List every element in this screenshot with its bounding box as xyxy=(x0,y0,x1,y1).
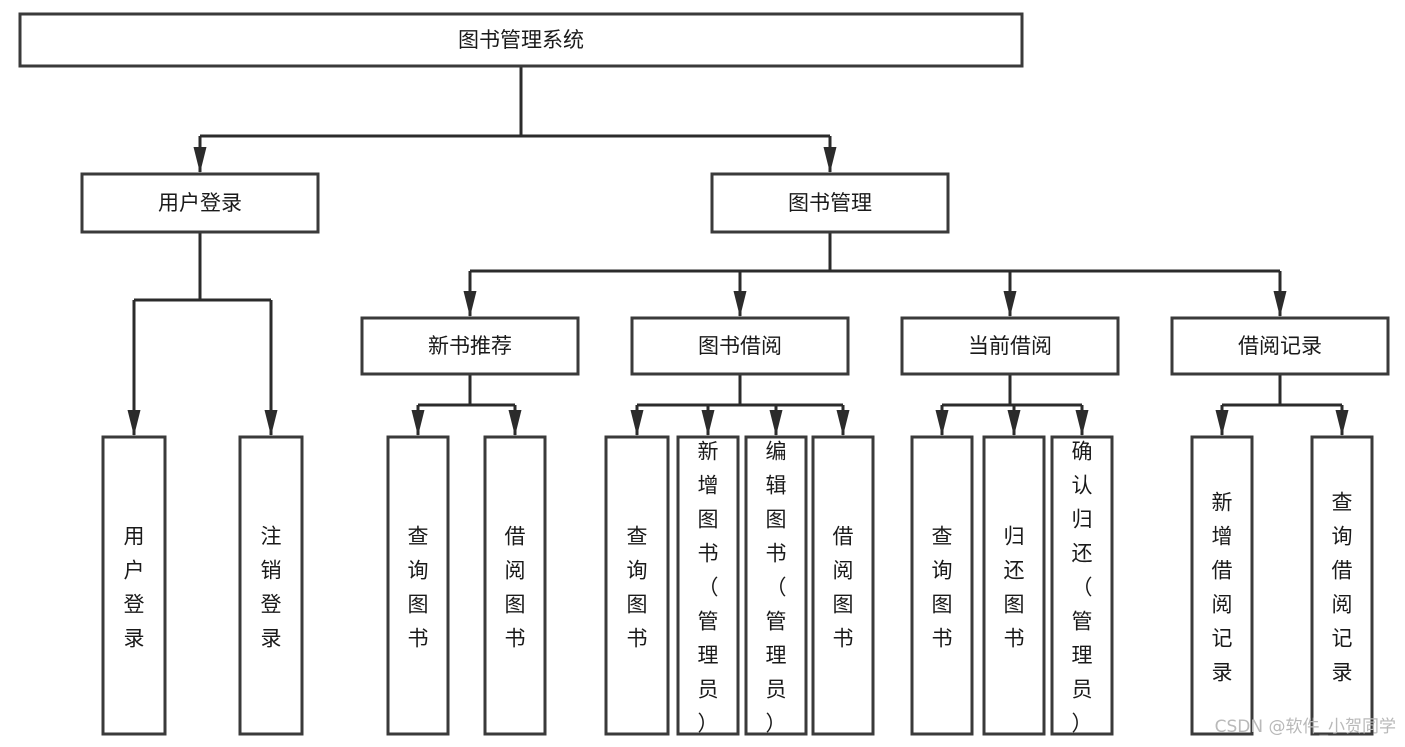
conn-level3-1-arrow-1 xyxy=(701,410,715,436)
node-level3-1-label: 图书借阅 xyxy=(698,334,782,358)
conn-book-mgmt-arrow-3 xyxy=(1273,291,1287,317)
node-leaf-2-0-rect xyxy=(910,435,974,736)
node-leaf-0-1-rect xyxy=(483,435,547,736)
node-level3-3[interactable]: 借阅记录 xyxy=(1170,316,1390,376)
conn-user-login-arrow-0 xyxy=(127,410,141,436)
node-leaf-3-1-rect xyxy=(1310,435,1374,736)
node-root-图书管理系统-label: 图书管理系统 xyxy=(458,28,584,52)
node-leaf-user-login-1-rect xyxy=(238,435,304,736)
node-leaf-user-login-1[interactable]: 注销登录 xyxy=(238,435,304,736)
node-leaf-1-1[interactable]: 新增图书（管理员） xyxy=(676,435,740,736)
node-leaf-1-3-rect xyxy=(811,435,875,736)
node-leaf-2-2-label: 确认归还（管理员） xyxy=(1072,440,1093,736)
conn-level3-1-arrow-0 xyxy=(630,410,644,436)
conn-book-mgmt-arrow-1 xyxy=(733,291,747,317)
node-leaf-1-0[interactable]: 查询图书 xyxy=(604,435,670,736)
nodes-layer: 图书管理系统用户登录图书管理用户登录注销登录新书推荐查询图书借阅图书图书借阅查询… xyxy=(18,12,1390,736)
conn-root-arrow-1 xyxy=(823,147,837,173)
node-leaf-1-2-label: 编辑图书（管理员） xyxy=(766,440,787,736)
node-leaf-2-0-label: 查询图书 xyxy=(932,525,953,651)
node-leaf-2-0[interactable]: 查询图书 xyxy=(910,435,974,736)
conn-root-arrow-0 xyxy=(193,147,207,173)
node-leaf-2-2-rect xyxy=(1050,435,1114,736)
node-level2-0-rect xyxy=(80,172,320,234)
conn-level3-0-arrow-1 xyxy=(508,410,522,436)
conn-level3-1-arrow-3 xyxy=(836,410,850,436)
node-leaf-1-2[interactable]: 编辑图书（管理员） xyxy=(744,435,808,736)
node-leaf-2-1-label: 归还图书 xyxy=(1004,525,1025,651)
conn-level3-1-arrow-2 xyxy=(769,410,783,436)
node-leaf-user-login-0-rect xyxy=(101,435,167,736)
node-level2-1[interactable]: 图书管理 xyxy=(710,172,950,234)
conn-level3-3-arrow-0 xyxy=(1215,410,1229,436)
node-leaf-user-login-0-label: 用户登录 xyxy=(124,525,145,651)
conn-level3-3-arrow-1 xyxy=(1335,410,1349,436)
node-root-图书管理系统-rect xyxy=(18,12,1024,68)
node-level3-2-rect xyxy=(900,316,1120,376)
node-leaf-3-0-label: 新增借阅记录 xyxy=(1212,491,1233,685)
node-level3-1[interactable]: 图书借阅 xyxy=(630,316,850,376)
node-leaf-3-1[interactable]: 查询借阅记录 xyxy=(1310,435,1374,736)
node-leaf-3-0[interactable]: 新增借阅记录 xyxy=(1190,435,1254,736)
node-level3-3-rect xyxy=(1170,316,1390,376)
node-leaf-1-0-label: 查询图书 xyxy=(627,525,648,651)
node-leaf-1-1-rect xyxy=(676,435,740,736)
node-leaf-1-3[interactable]: 借阅图书 xyxy=(811,435,875,736)
node-level3-3-label: 借阅记录 xyxy=(1238,334,1322,358)
conn-book-mgmt-arrow-0 xyxy=(463,291,477,317)
conn-user-login-arrow-1 xyxy=(264,410,278,436)
conn-level3-2-arrow-1 xyxy=(1007,410,1021,436)
node-leaf-user-login-1-label: 注销登录 xyxy=(261,525,282,651)
conn-level3-0-arrow-0 xyxy=(411,410,425,436)
node-leaf-0-0-label: 查询图书 xyxy=(408,525,429,651)
node-leaf-0-0-rect xyxy=(386,435,450,736)
node-level2-0-label: 用户登录 xyxy=(158,191,242,215)
conn-level3-2-arrow-0 xyxy=(935,410,949,436)
node-root-图书管理系统[interactable]: 图书管理系统 xyxy=(18,12,1024,68)
connectors-layer xyxy=(127,66,1349,436)
node-level2-0[interactable]: 用户登录 xyxy=(80,172,320,234)
conn-book-mgmt-arrow-2 xyxy=(1003,291,1017,317)
node-level2-1-rect xyxy=(710,172,950,234)
node-level3-0-rect xyxy=(360,316,580,376)
node-leaf-0-1[interactable]: 借阅图书 xyxy=(483,435,547,736)
node-leaf-3-0-rect xyxy=(1190,435,1254,736)
node-leaf-1-3-label: 借阅图书 xyxy=(833,525,854,651)
node-level3-1-rect xyxy=(630,316,850,376)
conn-level3-2-arrow-2 xyxy=(1075,410,1089,436)
node-leaf-3-1-label: 查询借阅记录 xyxy=(1332,491,1353,685)
node-level3-2[interactable]: 当前借阅 xyxy=(900,316,1120,376)
node-level2-1-label: 图书管理 xyxy=(788,191,872,215)
csdn-watermark: CSDN @软件_小贺同学 xyxy=(1215,717,1396,737)
node-leaf-user-login-0[interactable]: 用户登录 xyxy=(101,435,167,736)
node-leaf-0-1-label: 借阅图书 xyxy=(505,525,526,651)
node-level3-0-label: 新书推荐 xyxy=(428,334,512,358)
node-leaf-2-1-rect xyxy=(982,435,1046,736)
node-level3-2-label: 当前借阅 xyxy=(968,334,1052,358)
node-leaf-2-2[interactable]: 确认归还（管理员） xyxy=(1050,435,1114,736)
node-leaf-1-2-rect xyxy=(744,435,808,736)
node-leaf-0-0[interactable]: 查询图书 xyxy=(386,435,450,736)
node-leaf-2-1[interactable]: 归还图书 xyxy=(982,435,1046,736)
node-level3-0[interactable]: 新书推荐 xyxy=(360,316,580,376)
node-leaf-1-0-rect xyxy=(604,435,670,736)
node-leaf-1-1-label: 新增图书（管理员） xyxy=(698,440,719,736)
